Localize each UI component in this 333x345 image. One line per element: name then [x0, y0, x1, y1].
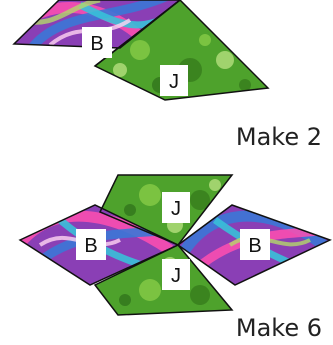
- green-texture: [139, 279, 161, 301]
- green-texture: [130, 40, 150, 60]
- green-texture: [119, 294, 131, 306]
- top-swirl-label: B: [90, 33, 103, 55]
- green-texture: [239, 79, 251, 91]
- bottom-swirl-right-label: B: [248, 235, 261, 257]
- bottom-green-bottom-label: J: [171, 265, 181, 287]
- bottom-swirl-left-label: B: [84, 235, 97, 257]
- green-texture: [209, 179, 221, 191]
- green-texture: [216, 51, 234, 69]
- green-texture: [124, 204, 136, 216]
- top-unit-caption: Make 2: [236, 123, 322, 151]
- green-texture: [190, 285, 210, 305]
- bottom-unit-caption: Make 6: [236, 314, 322, 342]
- top-green-label: J: [169, 71, 179, 93]
- green-texture: [139, 184, 161, 206]
- green-texture: [113, 63, 127, 77]
- green-texture: [199, 34, 211, 46]
- bottom-green-top-label: J: [171, 198, 181, 220]
